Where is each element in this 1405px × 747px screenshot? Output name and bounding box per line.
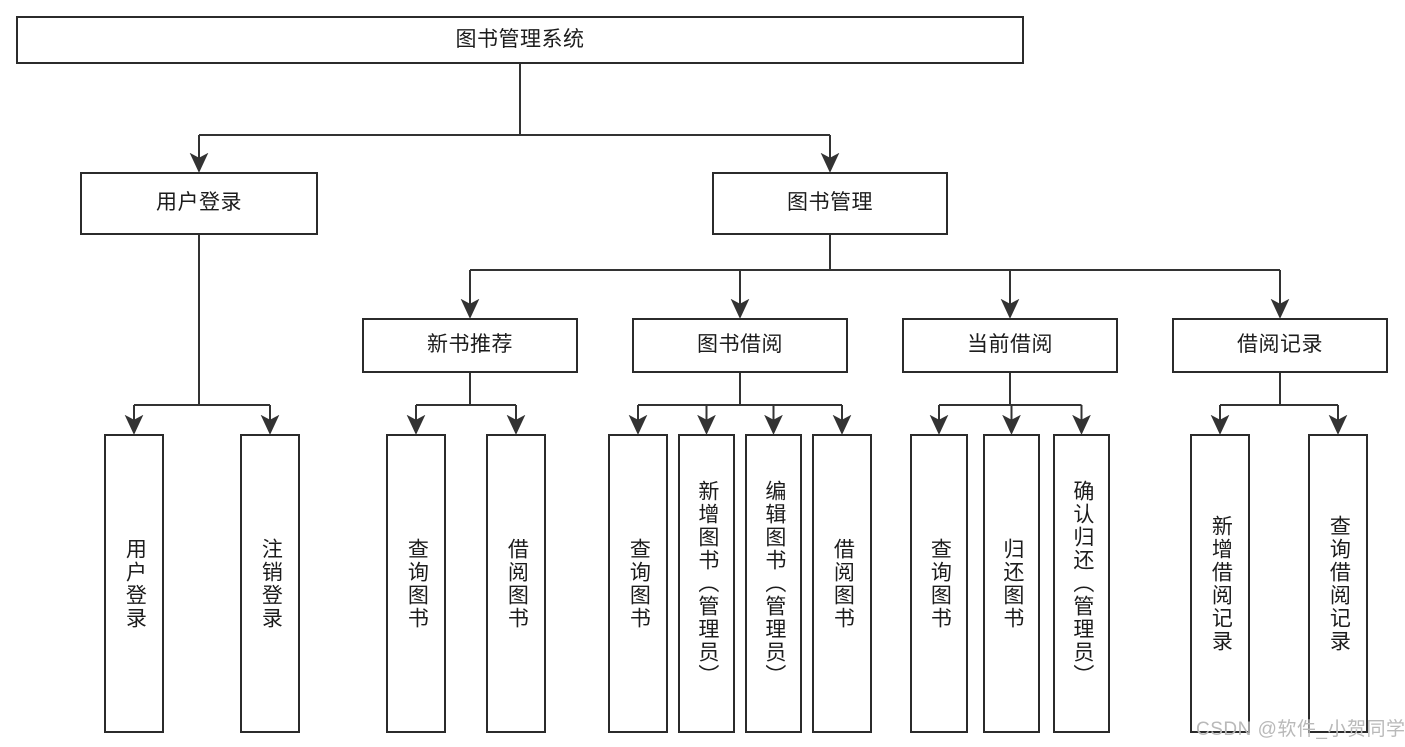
node-l2-borrow[interactable]: 图书借阅	[632, 318, 848, 373]
node-label: 新增图书（管理员）	[695, 480, 719, 687]
node-leaf-rec-add[interactable]: 新增借阅记录	[1190, 434, 1250, 733]
node-label: 查询图书	[405, 537, 429, 630]
node-label: 图书借阅	[697, 333, 783, 357]
node-root[interactable]: 图书管理系统	[16, 16, 1024, 64]
node-leaf-borrow-add[interactable]: 新增图书（管理员）	[678, 434, 735, 733]
node-label: 编辑图书（管理员）	[762, 480, 786, 687]
node-label: 查询借阅记录	[1327, 514, 1351, 653]
node-leaf-cur-confirm[interactable]: 确认归还（管理员）	[1053, 434, 1110, 733]
node-leaf-user-login[interactable]: 用户登录	[104, 434, 164, 733]
node-label: 注销登录	[259, 537, 283, 630]
node-label: 当前借阅	[967, 333, 1053, 357]
node-label: 借阅图书	[505, 537, 529, 630]
node-label: 图书管理	[787, 191, 873, 215]
node-label: 新增借阅记录	[1209, 514, 1233, 653]
node-leaf-borrow-lend[interactable]: 借阅图书	[812, 434, 872, 733]
node-leaf-cur-return[interactable]: 归还图书	[983, 434, 1040, 733]
node-leaf-borrow-edit[interactable]: 编辑图书（管理员）	[745, 434, 802, 733]
node-label: 借阅图书	[831, 537, 855, 630]
node-label: 用户登录	[123, 537, 147, 630]
node-label: 确认归还（管理员）	[1070, 480, 1094, 687]
node-label: 查询图书	[928, 537, 952, 630]
node-l2-new[interactable]: 新书推荐	[362, 318, 578, 373]
node-l1-user[interactable]: 用户登录	[80, 172, 318, 235]
node-leaf-cur-query[interactable]: 查询图书	[910, 434, 968, 733]
node-leaf-rec-query[interactable]: 查询借阅记录	[1308, 434, 1368, 733]
node-label: 图书管理系统	[455, 27, 585, 51]
edge-paths	[124, 64, 1348, 435]
node-label: 用户登录	[156, 191, 242, 215]
node-leaf-new-borrow[interactable]: 借阅图书	[486, 434, 546, 733]
node-label: 借阅记录	[1237, 333, 1323, 357]
node-l2-current[interactable]: 当前借阅	[902, 318, 1118, 373]
node-leaf-borrow-query[interactable]: 查询图书	[608, 434, 668, 733]
node-l2-record[interactable]: 借阅记录	[1172, 318, 1388, 373]
node-l1-book[interactable]: 图书管理	[712, 172, 948, 235]
node-label: 查询图书	[627, 537, 651, 630]
node-label: 新书推荐	[427, 333, 513, 357]
node-leaf-new-query[interactable]: 查询图书	[386, 434, 446, 733]
node-leaf-user-logout[interactable]: 注销登录	[240, 434, 300, 733]
node-label: 归还图书	[1000, 537, 1024, 630]
